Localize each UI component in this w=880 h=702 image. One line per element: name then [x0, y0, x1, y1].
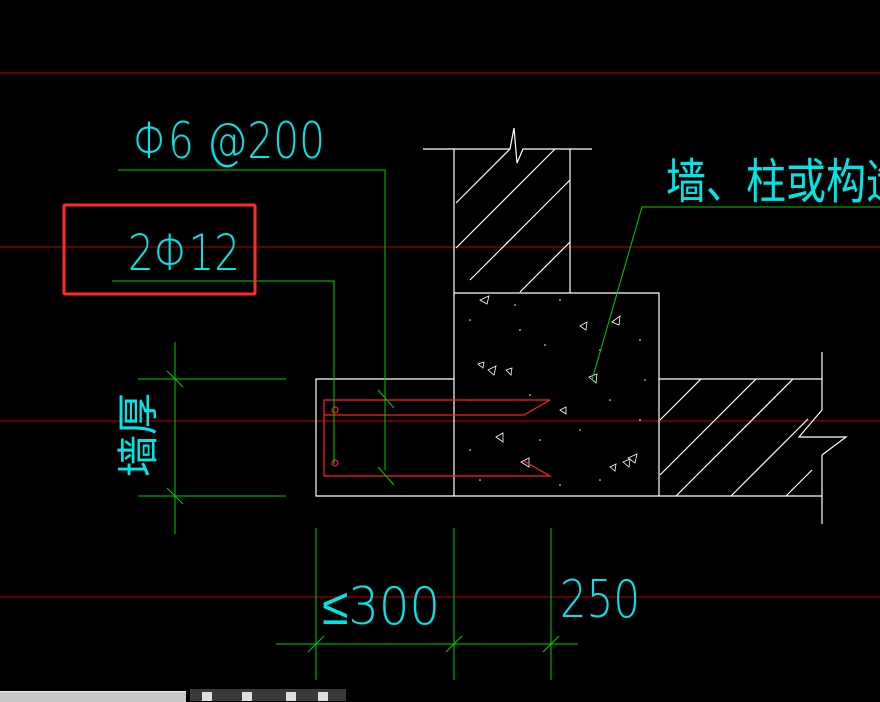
wall-thickness-label[interactable]: 墙厚: [114, 393, 163, 477]
rebar-section-bottom: [331, 459, 339, 467]
concrete-pier: [453, 292, 660, 496]
stirrup-rebar-label[interactable]: Φ6 @200: [133, 112, 325, 170]
stirrup-leader: [118, 169, 386, 470]
wall-label[interactable]: 墙、柱或构造: [666, 154, 880, 210]
bottom-tab-model[interactable]: [0, 691, 186, 702]
wall-label-leader: [591, 206, 880, 381]
concrete-texture: [477, 295, 638, 472]
right-wall: [659, 352, 848, 524]
toolbar-icon-1[interactable]: [202, 692, 212, 701]
long-rebar-label[interactable]: 2Φ12: [128, 224, 240, 282]
rebar: [323, 399, 553, 477]
concrete-dots: [469, 299, 646, 486]
long-rebar-leader: [112, 280, 335, 464]
leader-lines: [112, 169, 880, 680]
bottom-status-bar: [0, 689, 880, 702]
rebar-section-top: [331, 406, 339, 414]
right-wall-break-symbol: [797, 409, 848, 456]
reference-lines: [0, 72, 880, 598]
right-wall-hatch: [659, 378, 813, 497]
toolbar-icon-4[interactable]: [318, 692, 328, 701]
highlight-box[interactable]: [62, 203, 257, 296]
rebar-upper: [323, 399, 553, 477]
bottom-dimensions: [276, 528, 578, 680]
dim-width-label[interactable]: ≤300: [322, 577, 440, 637]
upper-wall-break-line: [423, 127, 592, 164]
toolbar-icon-3[interactable]: [286, 692, 296, 701]
upper-wall-hatch: [455, 148, 571, 293]
bottom-toolbar[interactable]: [190, 689, 346, 701]
upper-wall: [423, 127, 592, 293]
dim-250-label[interactable]: 250: [560, 570, 640, 630]
rebar-upper-hook: [324, 399, 551, 416]
toolbar-icon-2[interactable]: [242, 692, 252, 701]
wall-thickness-dimension: [138, 342, 286, 534]
strip-footing: [315, 378, 822, 497]
